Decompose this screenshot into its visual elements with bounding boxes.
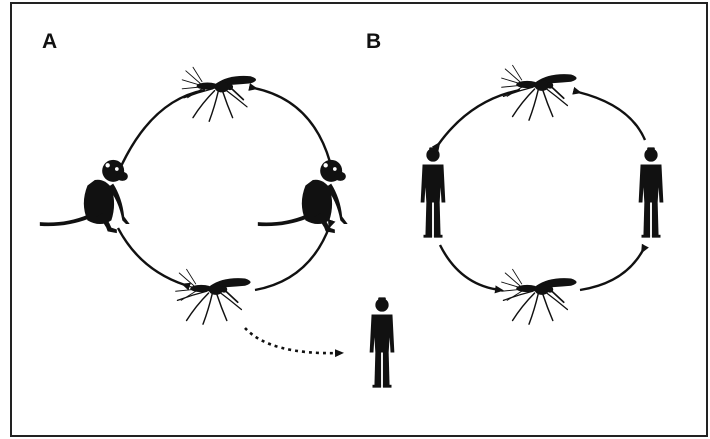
- cycle-arrow-icon: [118, 90, 205, 173]
- cycle-arrow-icon: [438, 90, 520, 145]
- cycle-arrow-icon: [578, 92, 645, 140]
- mosquito-icon: [502, 65, 577, 120]
- mosquito-icon: [182, 67, 256, 121]
- cycle-arrow-icon: [255, 225, 330, 290]
- cycle-b: [421, 65, 664, 324]
- human-icon: [370, 297, 395, 387]
- human-icon: [421, 147, 446, 237]
- human-icon: [639, 147, 664, 237]
- cycle-arrow-icon: [580, 250, 643, 290]
- cycle-arrow-icon: [118, 228, 185, 285]
- panel-label-a: A: [42, 30, 57, 54]
- monkey-icon: [258, 160, 348, 233]
- dotted-arrow-icon: [245, 328, 340, 353]
- monkey-icon: [40, 160, 130, 233]
- mosquito-icon: [502, 269, 577, 324]
- cycle-arrow-icon: [254, 88, 330, 162]
- panel-label-b: B: [366, 30, 381, 54]
- cycle-arrow-icon: [440, 245, 500, 290]
- figure-border: [11, 3, 707, 436]
- mosquito-icon: [176, 269, 251, 324]
- cycle-a: [40, 67, 395, 387]
